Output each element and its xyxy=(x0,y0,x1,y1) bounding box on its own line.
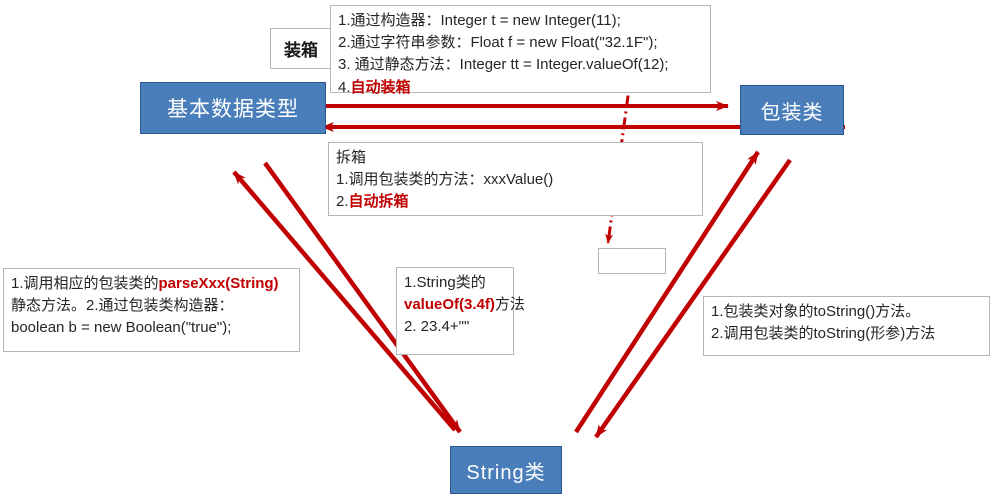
label-boxing: 装箱 xyxy=(270,28,332,69)
note-primitive-to-string-line-2: valueOf(3.4f)方法 xyxy=(404,294,525,316)
node-string-class-label: String类 xyxy=(466,461,546,484)
note-string-to-primitive-line-3: boolean b = new Boolean("true"); xyxy=(11,319,232,337)
label-boxing-text: 装箱 xyxy=(284,41,318,60)
note-primitive-to-string: 1.String类的 valueOf(3.4f)方法 2. 23.4+"" xyxy=(396,267,525,355)
note-unboxing-line-3-text: 自动拆箱 xyxy=(348,193,409,211)
note-unboxing-line-1: 拆箱 xyxy=(336,149,367,166)
note-string-to-primitive-line-1: 1.调用相应的包装类的parseXxx(String) xyxy=(11,273,292,295)
note-primitive-to-string-line-3: 2. 23.4+"" xyxy=(404,318,470,336)
note-boxing-line-4-prefix: 4. xyxy=(338,78,351,96)
note-wrapper-to-string: 1.包装类对象的toString()方法。 2.调用包装类的toString(形… xyxy=(703,296,990,356)
note-boxing-line-2: 2.通过字符串参数：Float f = new Float("32.1F"); xyxy=(338,34,658,52)
node-primitive-type[interactable]: 基本数据类型 xyxy=(140,82,326,134)
note-boxing-line-1: 1.通过构造器：Integer t = new Integer(11); xyxy=(338,12,621,29)
node-wrapper-class[interactable]: 包装类 xyxy=(740,85,844,135)
note-unboxing-line-3: 2.自动拆箱 xyxy=(336,191,695,213)
node-primitive-type-label: 基本数据类型 xyxy=(167,98,299,121)
note-pts-line2-a: valueOf(3.4f) xyxy=(404,296,495,314)
note-boxing-methods: 1.通过构造器：Integer t = new Integer(11); 2.通… xyxy=(330,5,711,96)
note-primitive-to-string-line-1: 1.String类的 xyxy=(404,274,486,291)
node-wrapper-class-label: 包装类 xyxy=(760,101,824,124)
note-stp-line1-a: 1.调用相应的包装类的 xyxy=(11,275,159,292)
note-boxing-line-4-text: 自动装箱 xyxy=(350,78,411,96)
note-wrapper-to-string-line-1: 1.包装类对象的toString()方法。 xyxy=(711,303,921,320)
note-boxing-line-4: 4.自动装箱 xyxy=(338,77,703,99)
note-pts-line2-b: 方法 xyxy=(494,296,525,314)
note-unboxing-line-3-prefix: 2. xyxy=(336,193,349,211)
note-string-to-primitive: 1.调用相应的包装类的parseXxx(String) 静态方法。2.通过包装类… xyxy=(3,268,300,352)
note-stp-line1-b: parseXxx(String) xyxy=(158,275,279,292)
note-unboxing-line-2: 1.调用包装类的方法：xxxValue() xyxy=(336,171,554,189)
note-boxing-line-3: 3. 通过静态方法：Integer tt = Integer.valueOf(1… xyxy=(338,56,669,74)
note-wrapper-to-string-line-2: 2.调用包装类的toString(形参)方法 xyxy=(711,325,936,343)
note-string-to-primitive-line-2: 静态方法。2.通过包装类构造器： xyxy=(11,297,234,315)
node-string-class[interactable]: String类 xyxy=(450,446,562,494)
note-unboxing-methods: 拆箱 1.调用包装类的方法：xxxValue() 2.自动拆箱 xyxy=(328,142,703,216)
empty-placeholder-box xyxy=(598,248,666,274)
